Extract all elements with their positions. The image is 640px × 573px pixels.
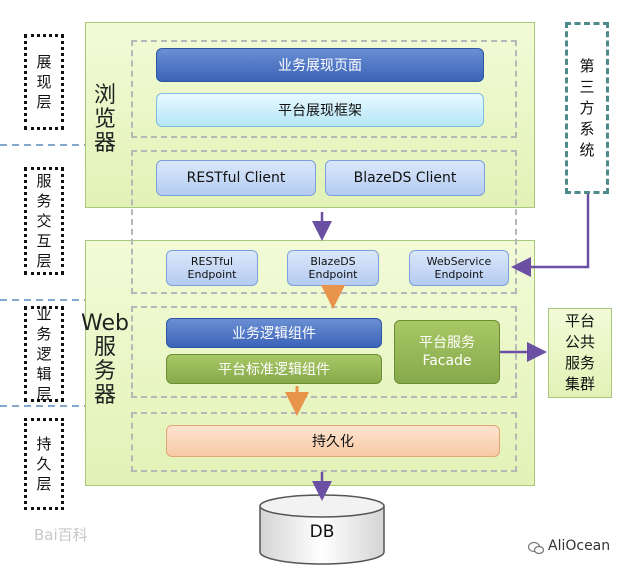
- wechat-icon: [527, 540, 545, 555]
- layer-label-service-interaction: 服 务 交 互 层: [24, 167, 64, 275]
- webservice-endpoint-box: WebService Endpoint: [409, 250, 509, 286]
- public-service-cluster-box: 平台 公共 服务 集群: [548, 308, 612, 398]
- restful-endpoint-box: RESTful Endpoint: [166, 250, 258, 286]
- persistence-group: [131, 412, 517, 472]
- platform-standard-component-box: 平台标准逻辑组件: [166, 354, 382, 384]
- arrow-thirdparty-to-webservice: [511, 194, 590, 277]
- business-page-box: 业务展现页面: [156, 48, 484, 82]
- web-server-title: Web 服 务 器: [81, 311, 129, 408]
- platform-service-facade-box: 平台服务 Facade: [394, 320, 500, 384]
- layer-label-business-logic: 业 务 逻 辑 层: [24, 305, 64, 403]
- blazeds-client-box: BlazeDS Client: [325, 160, 485, 196]
- business-logic-component-box: 业务逻辑组件: [166, 318, 382, 348]
- browser-title: 浏 览 器: [93, 83, 116, 156]
- layer-label-presentation: 展 现 层: [24, 34, 64, 130]
- db-cylinder: [259, 494, 385, 565]
- db-label: DB: [309, 522, 335, 542]
- persistence-box: 持久化: [166, 425, 500, 457]
- restful-client-box: RESTful Client: [156, 160, 316, 196]
- layer-label-persistence: 持 久 层: [24, 418, 64, 510]
- baidu-watermark: Bai百科: [34, 526, 88, 544]
- browser-presentation-group: [131, 40, 517, 138]
- footer-account-name: AliOcean: [548, 538, 611, 554]
- platform-framework-box: 平台展现框架: [156, 93, 484, 127]
- third-party-system-box: 第 三 方 系 统: [565, 22, 609, 194]
